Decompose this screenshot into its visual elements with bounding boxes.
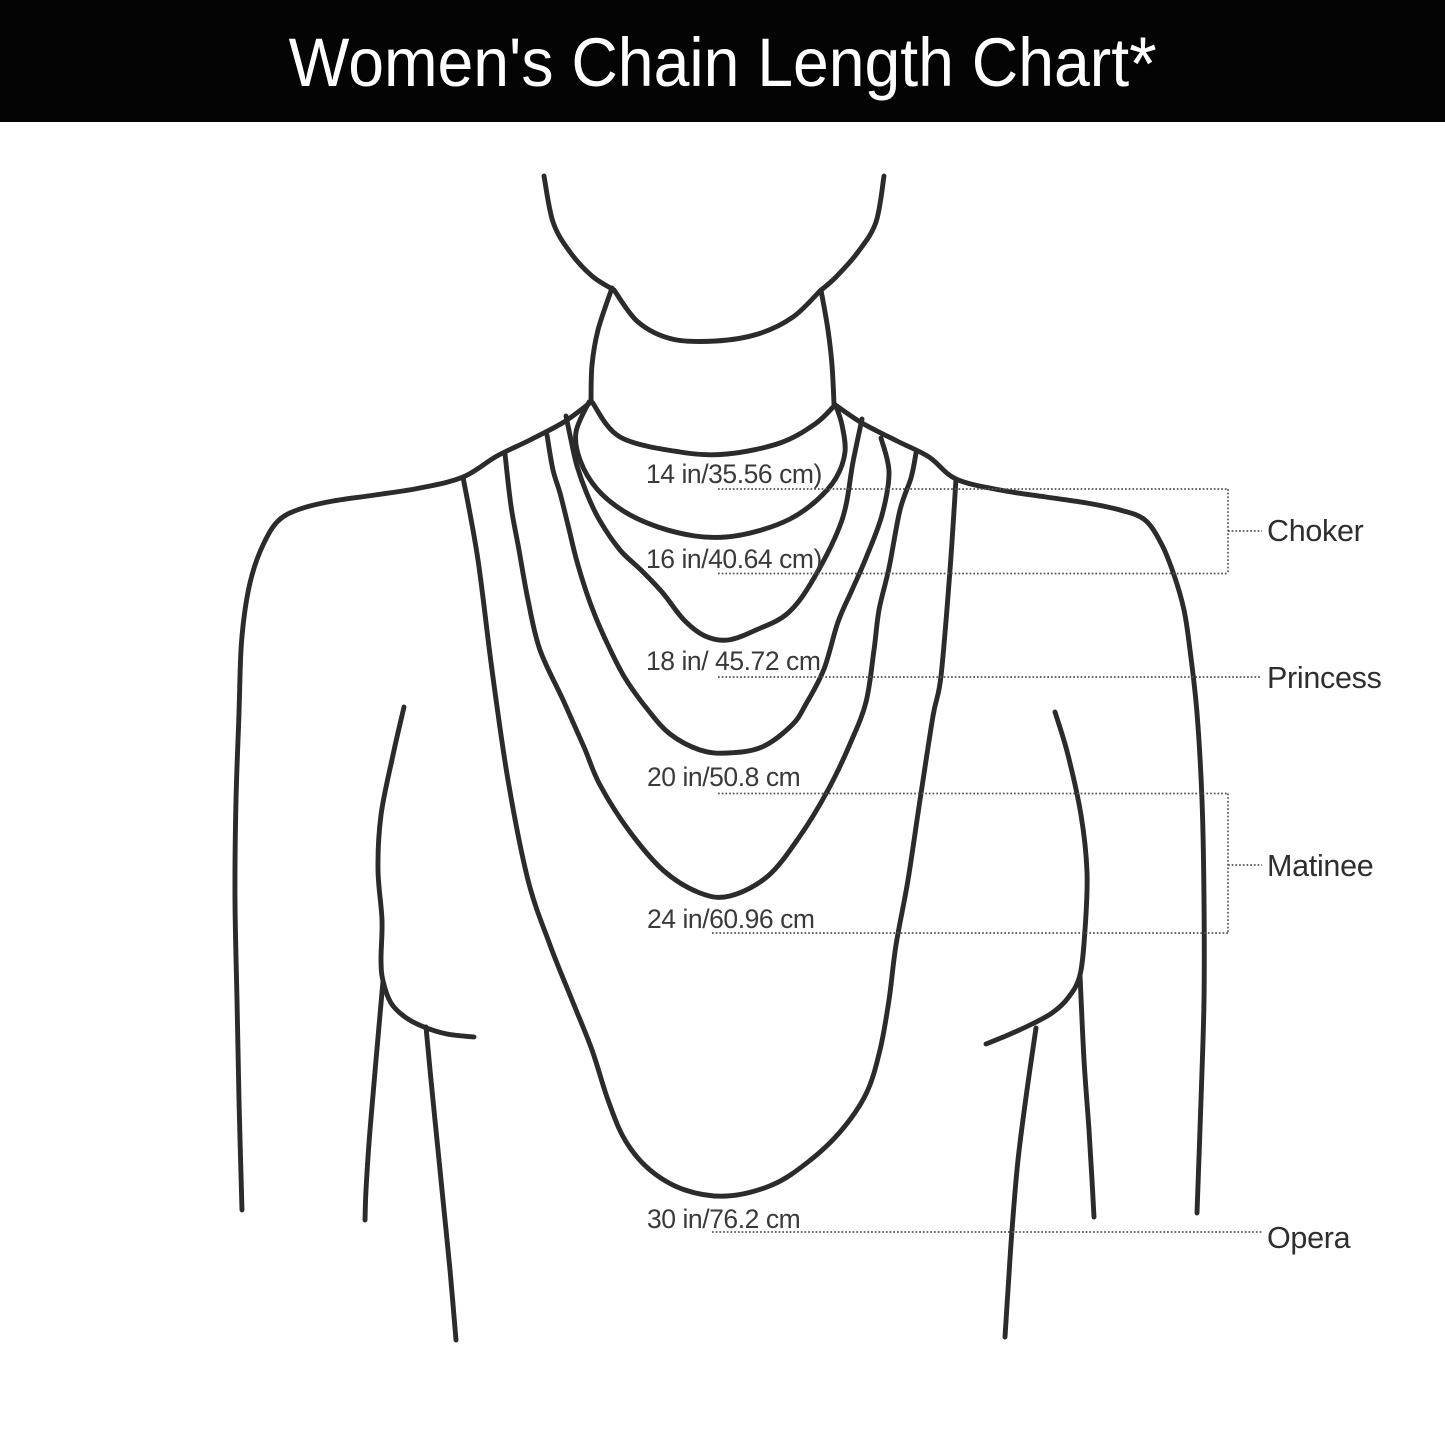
svg-text:16 in/40.64 cm): 16 in/40.64 cm): [646, 544, 822, 574]
svg-text:Opera: Opera: [1267, 1221, 1351, 1255]
svg-text:30 in/76.2 cm: 30 in/76.2 cm: [647, 1204, 800, 1234]
svg-text:Princess: Princess: [1267, 661, 1382, 695]
svg-text:20 in/50.8 cm: 20 in/50.8 cm: [647, 762, 800, 792]
svg-text:Matinee: Matinee: [1267, 849, 1373, 883]
svg-text:Choker: Choker: [1267, 514, 1364, 548]
svg-text:18 in/ 45.72 cm: 18 in/ 45.72 cm: [646, 646, 820, 676]
svg-text:14 in/35.56 cm): 14 in/35.56 cm): [646, 459, 822, 489]
svg-text:24 in/60.96 cm: 24 in/60.96 cm: [647, 904, 815, 934]
